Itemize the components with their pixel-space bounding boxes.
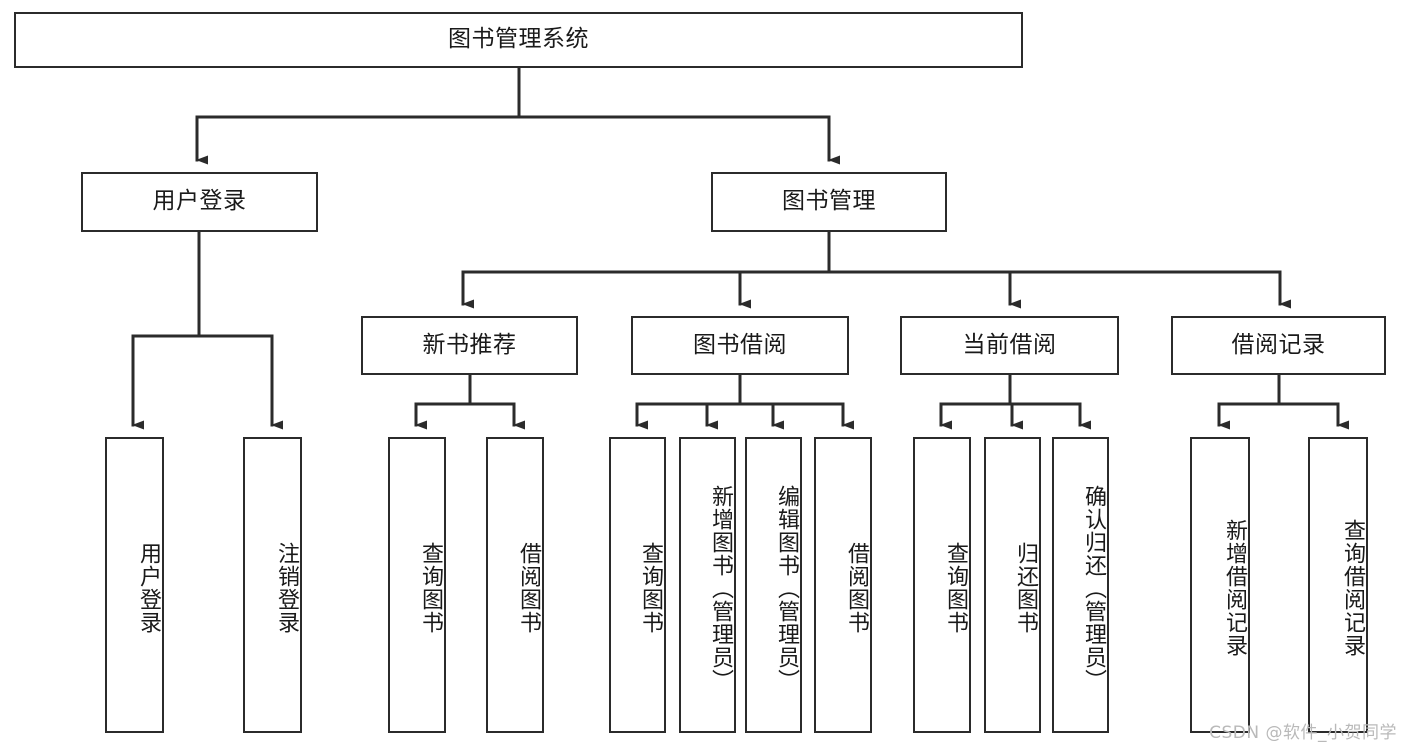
leaf-confirm-return-admin[interactable]: 确认归还（管理员） (1052, 437, 1109, 733)
node-label: 新书推荐 (422, 331, 517, 358)
node-label: 借阅记录 (1231, 331, 1326, 358)
node-label: 图书管理 (782, 188, 876, 215)
node-book-management[interactable]: 图书管理 (711, 172, 947, 232)
node-user-login[interactable]: 用户登录 (81, 172, 318, 232)
node-label: 用户登录 (136, 542, 161, 634)
node-label: 归还图书 (1013, 542, 1038, 634)
node-label: 编辑图书（管理员） (774, 484, 799, 692)
node-label: 图书借阅 (693, 331, 787, 358)
leaf-add-book-admin[interactable]: 新增图书（管理员） (679, 437, 736, 733)
node-label: 借阅图书 (516, 542, 541, 634)
leaf-return-book[interactable]: 归还图书 (984, 437, 1041, 733)
node-book-borrow[interactable]: 图书借阅 (631, 316, 849, 375)
leaf-query-book-current[interactable]: 查询图书 (913, 437, 971, 733)
node-label: 图书管理系统 (448, 26, 589, 53)
node-root-system[interactable]: 图书管理系统 (14, 12, 1023, 68)
node-label: 确认归还（管理员） (1081, 484, 1106, 692)
leaf-query-book-borrow[interactable]: 查询图书 (609, 437, 666, 733)
node-label: 用户登录 (152, 188, 247, 215)
leaf-borrow-book[interactable]: 借阅图书 (814, 437, 872, 733)
node-label: 新增图书（管理员） (708, 484, 733, 692)
node-borrow-record[interactable]: 借阅记录 (1171, 316, 1386, 375)
leaf-query-borrow-record[interactable]: 查询借阅记录 (1308, 437, 1368, 733)
node-label: 查询图书 (943, 542, 968, 634)
leaf-borrow-book-recommend[interactable]: 借阅图书 (486, 437, 544, 733)
node-label: 新增借阅记录 (1222, 519, 1247, 657)
leaf-logout-login[interactable]: 注销登录 (243, 437, 302, 733)
node-label: 注销登录 (274, 542, 299, 634)
leaf-add-borrow-record[interactable]: 新增借阅记录 (1190, 437, 1250, 733)
leaf-user-login[interactable]: 用户登录 (105, 437, 164, 733)
node-label: 查询图书 (638, 542, 663, 634)
node-new-book-recommend[interactable]: 新书推荐 (361, 316, 578, 375)
leaf-edit-book-admin[interactable]: 编辑图书（管理员） (745, 437, 802, 733)
node-label: 查询借阅记录 (1340, 519, 1365, 657)
node-current-borrow[interactable]: 当前借阅 (900, 316, 1119, 375)
node-label: 借阅图书 (844, 542, 869, 634)
leaf-query-book-recommend[interactable]: 查询图书 (388, 437, 446, 733)
node-label: 当前借阅 (962, 331, 1057, 358)
node-label: 查询图书 (418, 542, 443, 634)
